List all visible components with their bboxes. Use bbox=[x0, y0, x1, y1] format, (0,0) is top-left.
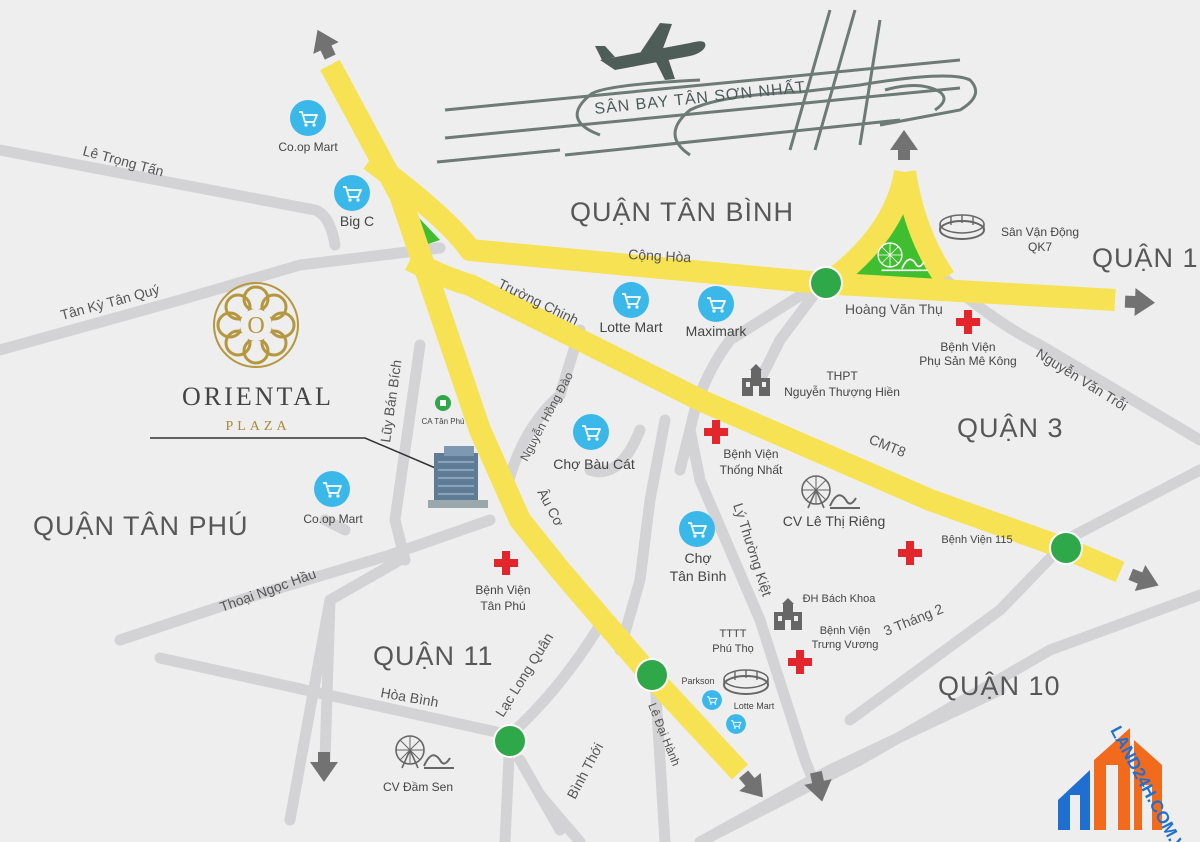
project-building-icon bbox=[428, 446, 488, 508]
district-tan-binh: QUẬN TÂN BÌNH bbox=[570, 196, 794, 227]
poi-bv-tan-phu-1: Bệnh Viện bbox=[475, 583, 530, 597]
shop-icon bbox=[697, 285, 735, 323]
shop-icon bbox=[701, 689, 723, 711]
poi-cho-bau-cat: Chợ Bàu Cát bbox=[553, 456, 635, 472]
poi-tttt-2: Phú Thọ bbox=[712, 643, 753, 655]
hospital-icon bbox=[956, 310, 980, 334]
poi-parkson: Parkson bbox=[681, 676, 714, 686]
junctions bbox=[493, 266, 1083, 758]
poi-thpt-1: THPT bbox=[826, 369, 858, 383]
poi-maximark: Maximark bbox=[686, 323, 748, 339]
hospital-icon bbox=[704, 420, 728, 444]
poi-cho-tan-binh-1: Chợ bbox=[684, 550, 711, 566]
district-1: QUẬN 1 bbox=[1092, 242, 1199, 273]
ferris-wheel-icon bbox=[877, 242, 928, 272]
police-icon bbox=[435, 395, 451, 411]
brand-sub: PLAZA bbox=[225, 419, 290, 434]
poi-ca-tan-phu: CA Tân Phú bbox=[422, 417, 465, 426]
shop-icon bbox=[612, 281, 650, 319]
shop-icon bbox=[572, 413, 610, 451]
hospital-icon bbox=[788, 650, 812, 674]
ferris-wheel-icon bbox=[801, 475, 861, 509]
hospital-icon bbox=[898, 541, 922, 565]
street-hoang-van-thu: Hoàng Văn Thụ bbox=[845, 301, 943, 317]
poi-big-c: Big C bbox=[340, 213, 374, 229]
street-au-co: Âu Cơ bbox=[534, 486, 567, 529]
park-area bbox=[820, 172, 940, 282]
poi-bv-thong-nhat-1: Bệnh Viện bbox=[723, 447, 778, 461]
shop-icon bbox=[333, 174, 371, 212]
ferris-wheel-icon bbox=[395, 735, 455, 769]
street-3-thang-2: 3 Tháng 2 bbox=[881, 600, 945, 638]
district-10: QUẬN 10 bbox=[938, 670, 1061, 701]
street-luy-ban-bich: Lũy Bán Bích bbox=[377, 359, 404, 444]
shop-icon bbox=[678, 510, 716, 548]
hospital-icon bbox=[494, 551, 518, 575]
airport-runways bbox=[436, 9, 978, 164]
poi-bv-thong-nhat-2: Thống Nhất bbox=[720, 463, 783, 477]
poi-cv-le-thi-rieng: CV Lê Thị Riêng bbox=[783, 513, 885, 529]
minor-road-arrows bbox=[310, 599, 836, 805]
street-nguyen-hong-dao: Nguyễn Hồng Đào bbox=[516, 369, 576, 464]
brand-name: ORIENTAL bbox=[182, 382, 334, 411]
poi-svd-1: Sân Vận Động bbox=[1001, 225, 1079, 239]
shop-icon bbox=[289, 99, 327, 137]
poi-bv-tan-phu-2: Tân Phú bbox=[480, 599, 525, 613]
poi-thpt-2: Nguyễn Thượng Hiền bbox=[784, 384, 900, 399]
poi-lotte-mart-1: Lotte Mart bbox=[599, 319, 662, 335]
poi-coop-mart-2: Co.op Mart bbox=[303, 512, 363, 526]
street-thoai-ngoc-hau: Thoại Ngọc Hầu bbox=[218, 565, 319, 615]
street-cmt8: CMT8 bbox=[867, 431, 909, 460]
poi-bv-trung-vuong-1: Bệnh Viện bbox=[820, 625, 871, 637]
school-icon bbox=[774, 598, 802, 630]
stadium-icon bbox=[939, 214, 985, 240]
svg-text:O: O bbox=[247, 313, 264, 339]
poi-svd-2: QK7 bbox=[1028, 240, 1052, 254]
minor-roads bbox=[0, 144, 1200, 842]
poi-bv-115: Bệnh Viện 115 bbox=[941, 534, 1012, 546]
land24h-logo-icon bbox=[1058, 728, 1162, 830]
poi-lotte-mart-2: Lotte Mart bbox=[734, 701, 775, 711]
stadium-icon bbox=[723, 669, 769, 695]
poi-coop-mart-1: Co.op Mart bbox=[278, 140, 338, 154]
district-tan-phu: QUẬN TÂN PHÚ bbox=[33, 510, 249, 541]
street-nguyen-van-troi: Nguyễn Văn Trỗi bbox=[1033, 345, 1130, 414]
airplane-icon bbox=[595, 23, 706, 80]
poi-cho-tan-binh-2: Tân Bình bbox=[670, 568, 727, 584]
oriental-logo-icon: O bbox=[213, 282, 299, 368]
poi-dh-bach-khoa: ĐH Bách Khoa bbox=[803, 593, 877, 605]
street-cong-hoa: Cộng Hòa bbox=[628, 246, 692, 265]
shop-icon bbox=[725, 713, 747, 735]
poi-cv-dam-sen: CV Đầm Sen bbox=[383, 780, 453, 794]
street-binh-thoi: Bình Thới bbox=[564, 740, 607, 801]
project-pointer-line bbox=[150, 437, 441, 471]
street-ly-thuong-kiet: Lý Thường Kiệt bbox=[730, 501, 775, 598]
district-3: QUẬN 3 bbox=[957, 412, 1064, 443]
street-lac-long-quan: Lạc Long Quân bbox=[492, 630, 556, 720]
poi-bv-mekong-1: Bệnh Viện bbox=[940, 340, 995, 354]
poi-bv-mekong-2: Phụ Sản Mê Kông bbox=[919, 354, 1016, 368]
poi-tttt-1: TTTT bbox=[720, 628, 747, 640]
district-11: QUẬN 11 bbox=[373, 640, 494, 671]
shop-icon bbox=[313, 470, 351, 508]
poi-bv-trung-vuong-2: Trưng Vương bbox=[812, 639, 879, 651]
